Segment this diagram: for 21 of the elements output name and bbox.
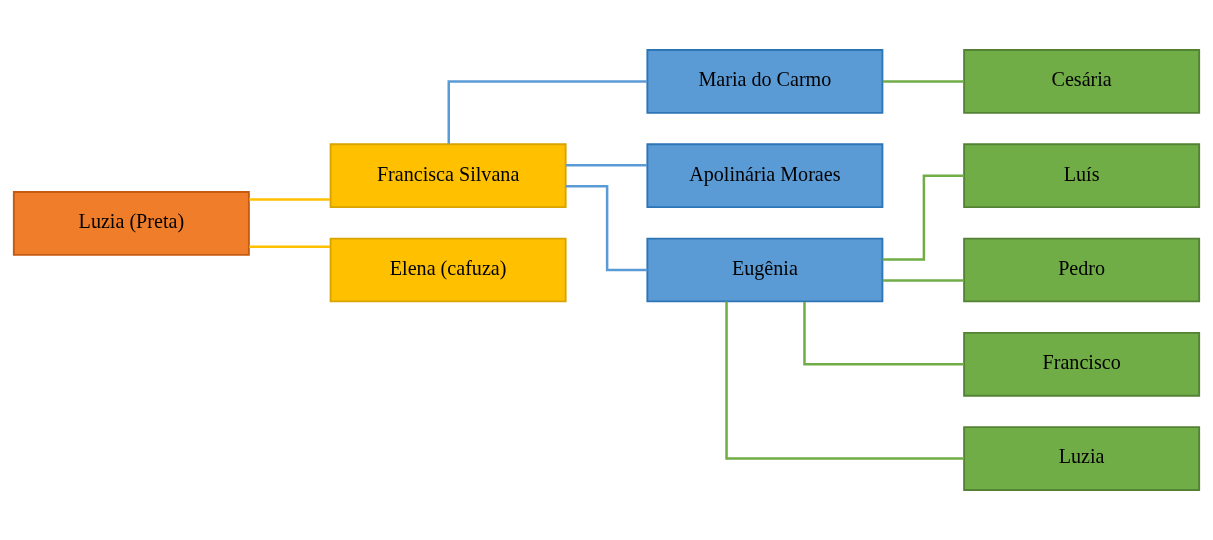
connector xyxy=(249,198,331,201)
node-box: Luzia (Preta) xyxy=(12,191,250,256)
node-box: Luís xyxy=(963,143,1201,209)
node-box: Francisco xyxy=(963,331,1201,397)
node-box: Eugênia xyxy=(646,237,884,303)
node-box: Cesária xyxy=(963,49,1201,114)
node-box: Luzia xyxy=(963,426,1201,491)
node-box: Elena (cafuza) xyxy=(329,237,567,303)
connector xyxy=(803,301,965,366)
node-box: Pedro xyxy=(963,237,1201,303)
connector xyxy=(725,301,964,460)
connector xyxy=(882,80,964,83)
node-box: Maria do Carmo xyxy=(646,49,884,114)
connector xyxy=(882,279,964,282)
connector xyxy=(566,164,647,167)
node-box: Francisca Silvana xyxy=(329,143,567,209)
connector xyxy=(565,184,648,272)
connector xyxy=(249,245,331,248)
connector xyxy=(882,174,965,261)
node-box: Apolinária Moraes xyxy=(646,143,884,209)
connector xyxy=(447,80,648,144)
